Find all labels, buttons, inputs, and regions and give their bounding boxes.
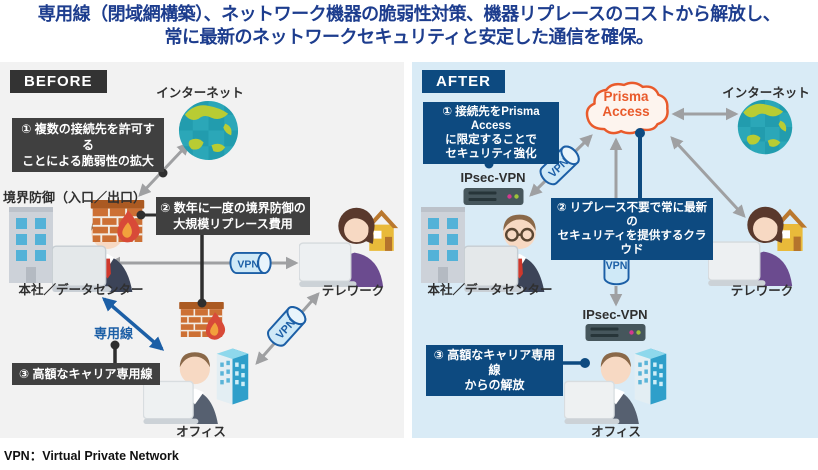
before-header: BEFORE [10, 70, 107, 93]
before-callout-3: ③ 高額なキャリア専用線 [12, 363, 160, 385]
flame-icon-2 [203, 312, 227, 341]
office-label-after: オフィス [591, 425, 641, 439]
telework-label: テレワーク [321, 284, 385, 298]
ipsec-router-icon-top [463, 188, 524, 205]
title-line-1: 専用線（閉域網構築）、ネットワーク機器の脆弱性対策、機器リプレースのコストから解… [37, 4, 781, 24]
internet-globe-icon-after [736, 98, 794, 156]
perimeter-defense-label: 境界防御（入口／出口） [3, 190, 147, 205]
hq-label: 本社／データセンター [18, 283, 144, 297]
telework-woman-icon [299, 203, 391, 287]
after-callout-2: ② リプレース不要で常に最新の セキュリティを提供するクラウド [551, 198, 713, 260]
leased-line-label: 専用線 [94, 326, 134, 341]
title-line-2: 常に最新のネットワークセキュリティと安定した通信を確保。 [164, 27, 654, 47]
before-callout-2: ② 数年に一度の境界防御の 大規模リプレース費用 [156, 197, 310, 235]
after-header: AFTER [422, 70, 505, 93]
office-label: オフィス [176, 425, 226, 439]
after-panel: VPN VPN AFTER ① 接続先をPrisma Access に限定するこ… [412, 62, 818, 439]
office-worker-icon-after [564, 346, 650, 424]
after-callout-3: ③ 高額なキャリア専用線 からの解放 [426, 345, 563, 396]
vpn-footnote: VPN：Virtual Private Network [4, 449, 179, 463]
internet-globe-icon [177, 99, 240, 162]
ipsec-vpn-label-bottom: IPsec-VPN [582, 307, 648, 322]
flame-icon [114, 210, 142, 244]
vpn-tunnel-icon: VPN [229, 252, 272, 274]
prisma-access-label: Prisma Access [602, 89, 650, 119]
vpn-tunnel-label: VPN [237, 258, 259, 270]
ipsec-vpn-label-top: IPsec-VPN [460, 170, 526, 185]
telework-label-after: テレワーク [730, 284, 794, 298]
internet-label: インターネット [156, 86, 244, 100]
after-callout-1: ① 接続先をPrisma Access に限定することで セキュリティ強化 [423, 102, 559, 164]
vpn-tunnel-icon-tilted: VPN [267, 306, 307, 347]
hq-building-icon-after [420, 205, 466, 283]
before-callout-1: ① 複数の接続先を許可する ことによる脆弱性の拡大 [12, 118, 164, 172]
page-title: 専用線（閉域網構築）、ネットワーク機器の脆弱性対策、機器リプレースのコストから解… [0, 3, 818, 49]
hq-building-icon [8, 205, 54, 283]
telework-woman-icon-after [708, 202, 800, 286]
hq-label-after: 本社／データセンター [427, 283, 553, 297]
internet-label-after: インターネット [722, 86, 810, 100]
office-worker-icon [143, 346, 229, 424]
before-panel: VPN VPN BEFORE インターネット ① 複数の接続先を許可する ことに… [0, 62, 404, 439]
vpn-vertical-label: VPN [606, 260, 628, 272]
